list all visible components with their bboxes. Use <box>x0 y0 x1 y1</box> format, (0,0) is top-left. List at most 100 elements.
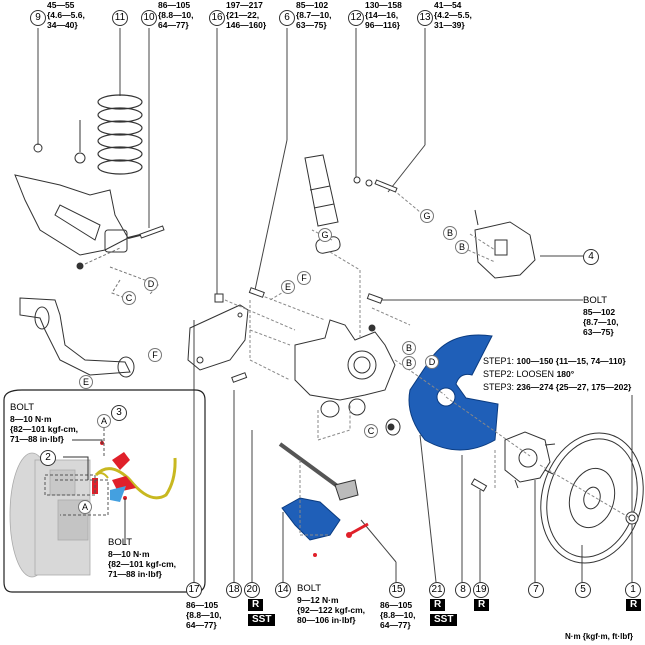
brake-disc <box>540 432 644 564</box>
callout-9: 9 <box>30 10 46 26</box>
ref-letter-f: F <box>148 348 162 362</box>
lower-arm <box>14 120 161 270</box>
ref-letter-f: F <box>297 271 311 285</box>
bolt-bottom-nm: 9—12 N·m <box>297 595 339 605</box>
callout-2: 2 <box>40 450 56 466</box>
torque-13-kgfm: {4.2—5.5, <box>434 10 472 20</box>
inset-box <box>3 389 206 593</box>
upper-hardware <box>139 176 398 383</box>
bolt-bottom-inlbf: 80—106 in·lbf} <box>297 615 356 625</box>
bolt-right-kgfm: {8.7—10, <box>583 317 619 327</box>
callout-14: 14 <box>275 582 291 598</box>
coil-spring <box>97 94 143 175</box>
step-2-value: LOOSEN <box>516 369 555 379</box>
torque-9: 45—55{4.6—5.6,34—40} <box>47 0 85 30</box>
callout-21: 21 <box>429 582 445 598</box>
ref-letter-e: E <box>281 280 295 294</box>
torque-12: 130—158{14—16,96—116} <box>365 0 402 30</box>
knuckle <box>294 319 396 418</box>
torque-17-kgfm: {8.8—10, <box>186 610 222 620</box>
torque-13-nm: 41—54 <box>434 0 462 10</box>
torque-17: 86—105{8.8—10,64—77} <box>186 600 221 630</box>
torque-10-nm: 86—105 <box>158 0 191 10</box>
callout-18: 18 <box>226 582 242 598</box>
leader-6b <box>254 139 288 291</box>
inset-bolt-top-inlbf: 71—88 in·lbf} <box>10 434 64 444</box>
callout-13: 13 <box>417 10 433 26</box>
ref-letter-d: D <box>144 277 158 291</box>
torque-12-nm: 130—158 <box>365 0 402 10</box>
upper-arm <box>19 297 135 378</box>
ref-letter-b: B <box>455 240 469 254</box>
inset-bolt-bottom-inlbf: 71—88 in·lbf} <box>108 569 162 579</box>
bolt-right-torque: 85—102{8.7—10,63—75} <box>583 307 618 337</box>
bushing <box>385 418 401 436</box>
callout-3: 3 <box>111 405 127 421</box>
torque-15-ftlbf: 64—77} <box>380 620 411 630</box>
ref-letter-b: B <box>402 356 416 370</box>
torque-17-ftlbf: 64—77} <box>186 620 217 630</box>
inset-hub-image <box>9 452 91 578</box>
torque-10-ftlbf: 64—77} <box>158 20 189 30</box>
step-3-value: 236—274 {25—27, 175—202} <box>516 382 632 392</box>
inset-bolt-top-kgfcm: {82—101 kgf-cm, <box>10 424 79 434</box>
callout-1: 1 <box>625 582 641 598</box>
caliper <box>474 209 536 279</box>
ref-letter-g: G <box>420 209 434 223</box>
ref-letter-a: A <box>78 500 92 514</box>
sensor-bracket <box>281 497 341 541</box>
bolt-right-title: BOLT <box>583 295 608 306</box>
callout-12: 12 <box>348 10 364 26</box>
ref-letter-b: B <box>443 226 457 240</box>
callout-20: 20 <box>244 582 260 598</box>
torque-16: 197—217{21—22,146—160} <box>226 0 266 30</box>
torque-13: 41—54{4.2—5.5,31—39} <box>434 0 472 30</box>
callout-17: 17 <box>186 582 202 598</box>
callout-11: 11 <box>112 10 128 26</box>
inset-bolt-top-nm: 8—10 N·m <box>10 414 52 424</box>
torque-16-nm: 197—217 <box>226 0 263 10</box>
inset-bolt-bottom-kgfcm: {82—101 kgf-cm, <box>108 559 177 569</box>
ref-letter-d: D <box>425 355 439 369</box>
badge-r-21: R <box>430 599 446 611</box>
unit-legend: N·m {kgf·m, ft·lbf} <box>565 632 633 641</box>
torque-15-nm: 86—105 <box>380 600 413 610</box>
ref-letter-c: C <box>364 424 378 438</box>
badge-sst-21: SST <box>430 614 458 626</box>
badge-sst-20: SST <box>248 614 276 626</box>
hub-bolt <box>470 478 488 492</box>
callout-5: 5 <box>575 582 591 598</box>
callout-19: 19 <box>473 582 489 598</box>
lock-nut <box>625 511 639 525</box>
step-3: STEP3: 236—274 {25—27, 175—202} <box>483 382 631 393</box>
torque-12-ftlbf: 96—116} <box>365 20 400 30</box>
bolt-bottom-title: BOLT <box>297 583 322 594</box>
step-1-name: STEP1: <box>483 356 515 366</box>
step-1-value: 100—150 {11—15, 74—110} <box>516 356 626 366</box>
inset-bolt-top-title: BOLT <box>10 402 35 413</box>
badge-r-19: R <box>474 599 490 611</box>
leader-13b <box>387 144 426 193</box>
step-2-angle: 180° <box>556 369 575 379</box>
inset-bolt-top-torque: 8—10 N·m{82—101 kgf-cm,71—88 in·lbf} <box>10 414 78 444</box>
torque-15-kgfm: {8.8—10, <box>380 610 416 620</box>
callout-10: 10 <box>141 10 157 26</box>
torque-10: 86—105{8.8—10,64—77} <box>158 0 193 30</box>
callout-7: 7 <box>528 582 544 598</box>
badge-r-1: R <box>626 599 642 611</box>
axle-shaft <box>278 442 342 490</box>
wheel-hub <box>504 431 556 489</box>
torque-15: 86—105{8.8—10,64—77} <box>380 600 415 630</box>
ref-letter-b: B <box>402 341 416 355</box>
leader-21 <box>419 434 437 583</box>
ref-letter-g: G <box>318 228 332 242</box>
bolt-bottom-torque: 9—12 N·m{92—122 kgf-cm,80—106 in·lbf} <box>297 595 365 625</box>
torque-13-ftlbf: 31—39} <box>434 20 465 30</box>
red-bolt <box>313 522 369 557</box>
torque-17-nm: 86—105 <box>186 600 219 610</box>
inset-bolt-bottom-torque: 8—10 N·m{82—101 kgf-cm,71—88 in·lbf} <box>108 549 176 579</box>
torque-6-ftlbf: 63—75} <box>296 20 327 30</box>
sst-tool <box>334 479 359 501</box>
callout-4: 4 <box>583 249 599 265</box>
